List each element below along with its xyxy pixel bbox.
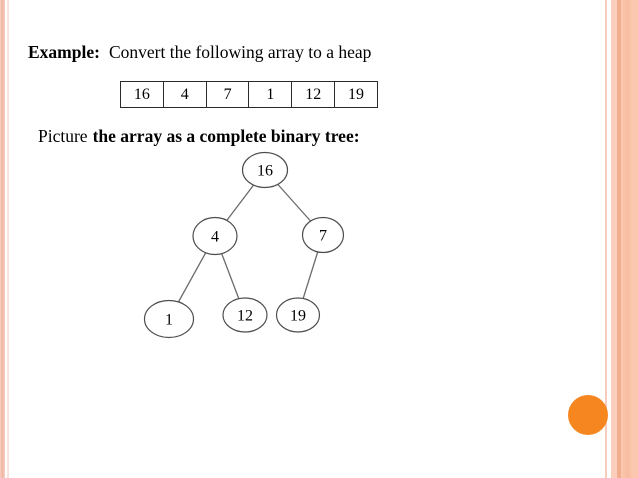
subtitle-emphasis: the array as a complete binary tree:	[92, 126, 360, 146]
orange-circle-decoration	[568, 395, 608, 435]
tree-node-16: 16	[241, 151, 289, 189]
tree-node-circle	[275, 297, 321, 333]
tree-node-label: 7	[319, 228, 327, 245]
array-cell: 12	[292, 82, 336, 107]
array-cell: 16	[121, 82, 164, 107]
array-cell: 19	[348, 85, 365, 103]
array-cell: 4	[164, 82, 207, 107]
tree-node-7: 7	[301, 216, 345, 254]
tree-node-label: 16	[257, 163, 273, 180]
slide-title: Example: Convert the following array to a…	[28, 41, 371, 63]
tree-node-12: 12	[222, 297, 268, 333]
tree-node-circle	[192, 216, 238, 256]
tree-node-circle	[241, 151, 289, 189]
tree-node-label: 1	[165, 312, 173, 329]
tree-node-1: 1	[143, 299, 195, 339]
subtitle-prefix: Picture	[38, 126, 88, 146]
tree-node-4: 4	[192, 216, 238, 256]
tree-node-circle	[222, 297, 268, 333]
array-cell: 7	[207, 82, 250, 107]
title-label: Example:	[28, 42, 100, 62]
tree-node-circle	[301, 216, 345, 254]
array-cell: 1	[249, 82, 293, 107]
right-border-stripes	[602, 0, 638, 478]
left-border-stripe	[0, 0, 10, 478]
tree-node-19: 19	[275, 297, 321, 333]
title-text: Convert the following array to a heap	[108, 42, 372, 62]
tree-node-circle	[143, 299, 195, 339]
tree-node-label: 4	[211, 229, 219, 246]
tree-node-label: 12	[237, 308, 253, 325]
tree-node-label: 19	[290, 308, 306, 325]
